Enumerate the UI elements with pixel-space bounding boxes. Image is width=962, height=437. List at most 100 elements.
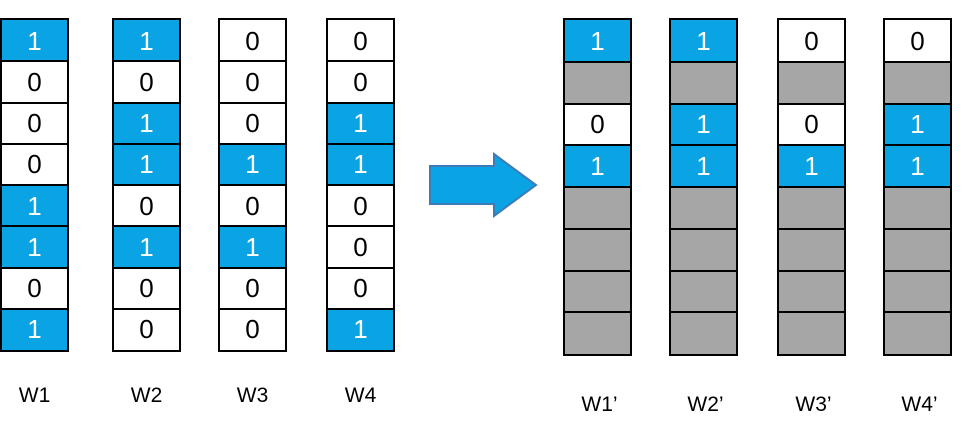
empty-cell — [671, 312, 736, 354]
cell-divider — [885, 102, 950, 105]
bit-cell: 0 — [114, 61, 179, 103]
bit-cell: 1 — [671, 103, 736, 146]
bit-cell: 1 — [114, 20, 179, 62]
cell-divider — [328, 266, 393, 269]
empty-cell — [885, 270, 950, 313]
cell-divider — [220, 142, 285, 145]
empty-cell — [885, 228, 950, 271]
bit-cell: 1 — [328, 308, 393, 350]
cell-divider — [565, 227, 630, 230]
cell-divider — [671, 269, 736, 272]
empty-cell — [671, 61, 736, 104]
bit-cell: 1 — [114, 226, 179, 268]
bit-cell: 0 — [779, 20, 844, 62]
column-label: W3’ — [795, 393, 832, 416]
cell-divider — [114, 184, 179, 186]
cell-divider — [779, 186, 844, 188]
cell-divider — [328, 142, 393, 145]
empty-cell — [885, 61, 950, 104]
bit-cell: 0 — [328, 20, 393, 62]
cell-divider — [671, 102, 736, 105]
empty-cell — [565, 270, 630, 313]
cell-divider — [220, 266, 285, 269]
cell-divider — [885, 186, 950, 188]
bit-cell: 0 — [220, 308, 285, 350]
bit-cell: 0 — [328, 185, 393, 227]
empty-cell — [885, 187, 950, 229]
empty-cell — [565, 187, 630, 229]
cell-divider — [779, 60, 844, 63]
bit-cell: 0 — [2, 61, 67, 103]
right-arrow-icon — [429, 152, 538, 218]
cell-divider — [114, 142, 179, 145]
cell-divider — [779, 311, 844, 314]
cell-divider — [2, 142, 67, 145]
cell-divider — [220, 101, 285, 104]
cell-divider — [114, 307, 179, 310]
bit-cell: 0 — [565, 103, 630, 146]
bit-cell: 1 — [671, 145, 736, 187]
cell-divider — [885, 269, 950, 272]
cell-divider — [114, 60, 179, 63]
bit-cell: 1 — [2, 185, 67, 227]
cell-divider — [671, 144, 736, 147]
cell-divider — [779, 144, 844, 147]
empty-cell — [671, 187, 736, 229]
cell-divider — [2, 225, 67, 228]
bit-cell: 0 — [885, 20, 950, 62]
cell-divider — [885, 311, 950, 314]
empty-cell — [779, 228, 844, 271]
bit-cell: 1 — [328, 102, 393, 144]
empty-cell — [885, 312, 950, 354]
cell-divider — [220, 307, 285, 310]
column-label: W1’ — [581, 393, 618, 416]
cell-divider — [328, 184, 393, 186]
empty-cell — [779, 61, 844, 104]
bit-cell: 0 — [328, 226, 393, 268]
bit-cell: 0 — [2, 102, 67, 144]
cell-divider — [328, 307, 393, 310]
empty-cell — [779, 270, 844, 313]
cell-divider — [2, 101, 67, 104]
cell-divider — [565, 102, 630, 105]
bit-cell: 0 — [114, 185, 179, 227]
bit-cell: 0 — [220, 20, 285, 62]
bit-cell: 1 — [2, 308, 67, 350]
column-label: W2 — [130, 384, 163, 407]
bit-cell: 0 — [220, 61, 285, 103]
bit-cell: 0 — [2, 267, 67, 309]
column-label: W3 — [236, 384, 269, 407]
cell-divider — [220, 184, 285, 186]
cell-divider — [328, 225, 393, 228]
bit-cell: 0 — [779, 103, 844, 146]
bit-cell: 0 — [220, 267, 285, 309]
cell-divider — [114, 266, 179, 269]
cell-divider — [2, 266, 67, 269]
bit-cell: 1 — [565, 145, 630, 187]
cell-divider — [885, 227, 950, 230]
empty-cell — [565, 312, 630, 354]
bit-cell: 1 — [885, 145, 950, 187]
cell-divider — [885, 144, 950, 147]
bit-cell: 1 — [220, 143, 285, 185]
bit-cell: 1 — [114, 143, 179, 185]
bit-cell: 1 — [2, 226, 67, 268]
bit-cell: 0 — [328, 267, 393, 309]
cell-divider — [565, 311, 630, 314]
cell-divider — [671, 311, 736, 314]
empty-cell — [779, 187, 844, 229]
column-label: W4 — [344, 384, 377, 407]
bit-cell: 1 — [779, 145, 844, 187]
cell-divider — [114, 101, 179, 104]
cell-divider — [220, 225, 285, 228]
cell-divider — [2, 184, 67, 186]
cell-divider — [779, 227, 844, 230]
bit-cell: 1 — [114, 102, 179, 144]
cell-divider — [565, 144, 630, 147]
bit-cell: 0 — [114, 308, 179, 350]
cell-divider — [885, 60, 950, 63]
bit-cell: 0 — [114, 267, 179, 309]
